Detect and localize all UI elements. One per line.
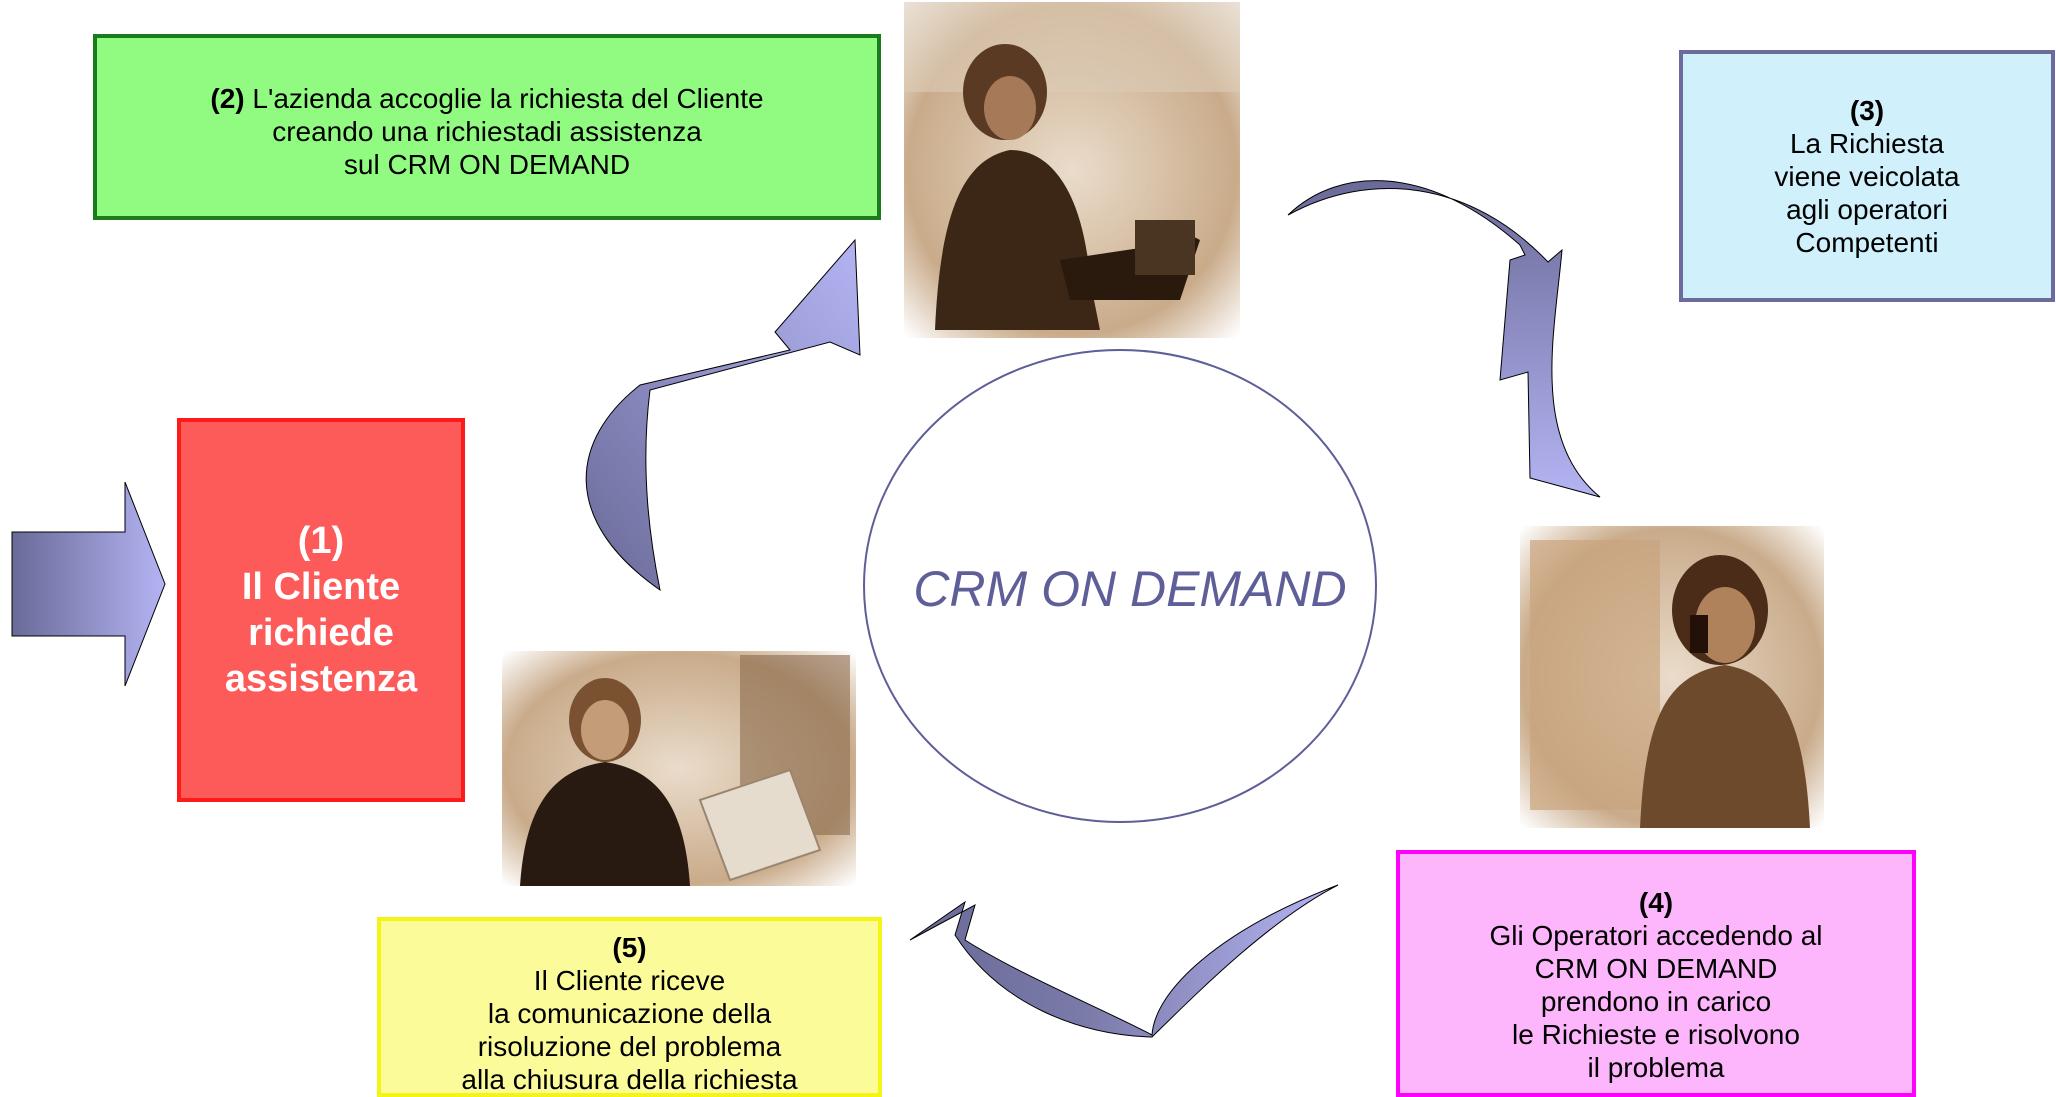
step-3-number: (3) xyxy=(1849,95,1885,126)
step-3-box: (3) La Richiesta viene veicolata agli op… xyxy=(1679,50,2055,302)
step-5-line-3: risoluzione del problema xyxy=(477,1031,782,1062)
center-label: CRM ON DEMAND xyxy=(913,561,1347,617)
step-4-line-1: Gli Operatori accedendo al xyxy=(1489,920,1823,951)
step-2-line-1: (2) L'azienda accoglie la richiesta del … xyxy=(210,82,763,115)
entry-arrow xyxy=(11,481,166,687)
photo-woman-at-computer xyxy=(502,651,856,886)
step-4-number: (4) xyxy=(1638,887,1674,918)
step-4-line-4: le Richieste e risolvono xyxy=(1512,1019,1800,1050)
step-2-box: (2) L'azienda accoglie la richiesta del … xyxy=(93,34,881,220)
step-1-number: (1) xyxy=(297,520,345,562)
step-1-line-2: richiede xyxy=(248,612,394,654)
step-5-box: (5) Il Cliente riceve la comunicazione d… xyxy=(377,917,882,1097)
arrow-step1-to-step2 xyxy=(585,238,861,592)
step-5-line-4: alla chiusura della richiesta xyxy=(461,1064,798,1095)
arrow-step2-to-step4 xyxy=(1287,180,1601,498)
arrow-step4-to-step5 xyxy=(909,884,1339,1038)
step-3-line-2: viene veicolata xyxy=(1774,161,1960,192)
step-4-line-3: prendono in carico xyxy=(1540,986,1772,1017)
photo-woman-with-laptop xyxy=(904,2,1240,338)
step-2-line-3: sul CRM ON DEMAND xyxy=(343,149,631,180)
step-4-line-2: CRM ON DEMAND xyxy=(1534,953,1778,984)
step-1-line-3: assistenza xyxy=(224,658,418,700)
step-5-number: (5) xyxy=(612,932,647,963)
center-circle xyxy=(863,349,1377,823)
step-4-line-5: il problema xyxy=(1587,1052,1725,1083)
step-3-line-3: agli operatori xyxy=(1786,194,1948,225)
step-2-first-line-text: L'azienda accoglie la richiesta del Clie… xyxy=(244,83,764,114)
step-1-box: (1) Il Cliente richiede assistenza xyxy=(177,418,465,802)
step-3-line-1: La Richiesta xyxy=(1789,128,1945,159)
step-4-box: (4) Gli Operatori accedendo al CRM ON DE… xyxy=(1396,850,1916,1097)
step-3-line-4: Competenti xyxy=(1795,227,1939,258)
step-2-line-2: creando una richiestadi assistenza xyxy=(272,116,702,147)
step-2-number: (2) xyxy=(210,83,245,114)
step-5-line-1: Il Cliente riceve xyxy=(533,965,726,996)
photo-woman-on-phone-in-car xyxy=(1520,526,1824,828)
step-1-line-1: Il Cliente xyxy=(241,566,401,608)
step-5-line-2: la comunicazione della xyxy=(487,998,772,1029)
